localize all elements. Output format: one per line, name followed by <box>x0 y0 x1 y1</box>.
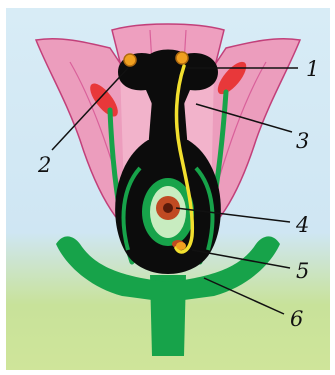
label-2: 2 <box>37 153 51 177</box>
label-4: 4 <box>295 213 309 237</box>
label-3: 3 <box>296 129 309 153</box>
label-1: 1 <box>306 57 319 81</box>
pollen-grain-left <box>124 54 136 66</box>
label-6: 6 <box>290 307 303 331</box>
label-5: 5 <box>296 259 309 283</box>
pollen-grain-right <box>176 52 188 64</box>
